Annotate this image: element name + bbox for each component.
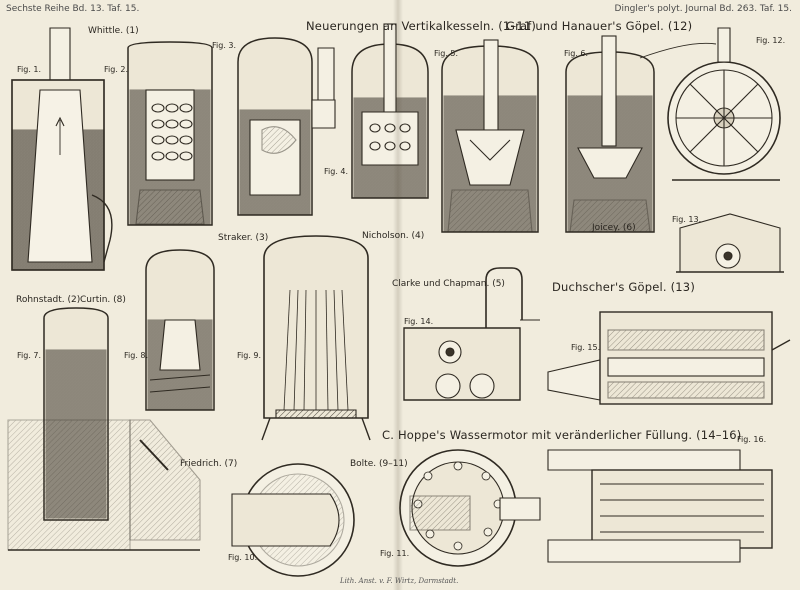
fig14-wassermotor-section <box>403 267 540 401</box>
title-goepel-duchscher: Duchscher's Göpel. (13) <box>552 280 696 294</box>
fig1-boiler-drawing <box>11 27 113 271</box>
fig15-wassermotor-plan <box>547 311 791 405</box>
fig-label-16: Fig. 16. <box>737 435 767 444</box>
fig-label-15: Fig. 15. <box>571 343 601 352</box>
fig-label-10: Fig. 10. <box>228 553 258 562</box>
name-joicey: Joicey. (6) <box>592 223 636 233</box>
fig-label-14: Fig. 14. <box>404 317 434 326</box>
fig-label-4: Fig. 4. <box>324 167 349 176</box>
fig12-goepel-wheel <box>639 27 781 181</box>
name-straker: Straker. (3) <box>218 233 269 243</box>
fig-label-9: Fig. 9. <box>237 351 262 360</box>
fig2-boiler-drawing <box>127 41 213 226</box>
name-clarke-chapman: Clarke und Chapman. (5) <box>392 279 505 289</box>
name-bolte: Bolte. (9–11) <box>350 459 408 469</box>
name-friedrich: Friedrich. (7) <box>180 459 238 469</box>
fig6-boiler-drawing <box>565 35 655 233</box>
fig-label-3: Fig. 3. <box>212 41 237 50</box>
name-nicholson: Nicholson. (4) <box>362 231 425 241</box>
title-wassermotor: C. Hoppe's Wassermotor mit veränderliche… <box>382 428 742 442</box>
fig4-boiler-drawing <box>351 23 429 199</box>
fig-label-5: Fig. 5. <box>434 49 459 58</box>
header-left: Sechste Reihe Bd. 13. Taf. 15. <box>6 4 140 14</box>
fig3-boiler-drawing <box>237 37 336 216</box>
fig8-boiler-drawing <box>145 249 215 411</box>
title-goepel-graf-hanauer: Graf und Hanauer's Göpel. (12) <box>506 19 693 33</box>
fig-label-13: Fig. 13. <box>672 215 702 224</box>
fold-crease <box>393 0 403 590</box>
fig-label-1: Fig. 1. <box>17 65 42 74</box>
fig10-boiler-plan <box>231 463 355 577</box>
main-title: Neuerungen an Vertikalkesseln. (1–11) <box>306 19 537 33</box>
fig-label-8: Fig. 8. <box>124 351 149 360</box>
fig-label-6: Fig. 6. <box>564 49 589 58</box>
fig-label-11: Fig. 11. <box>380 549 410 558</box>
name-whittle: Whittle. (1) <box>88 26 139 36</box>
fig5-boiler-drawing <box>441 39 539 233</box>
fig-label-2: Fig. 2. <box>104 65 129 74</box>
fig13-goepel-housing <box>676 213 784 273</box>
name-rohnstadt: Rohnstadt. (2) <box>16 295 81 305</box>
fig16-wassermotor-detail <box>547 449 773 563</box>
name-curtin: Curtin. (8) <box>80 295 126 305</box>
fig-label-7: Fig. 7. <box>17 351 42 360</box>
fig7-boiler-drawing <box>7 307 201 551</box>
fig9-boiler-drawing <box>261 235 371 441</box>
lithographer-credit: Lith. Anst. v. F. Wirtz, Darmstadt. <box>340 577 459 585</box>
header-right: Dingler's polyt. Journal Bd. 263. Taf. 1… <box>614 4 792 14</box>
fig11-boiler-plan <box>399 449 541 567</box>
fig-label-12: Fig. 12. <box>756 36 786 45</box>
